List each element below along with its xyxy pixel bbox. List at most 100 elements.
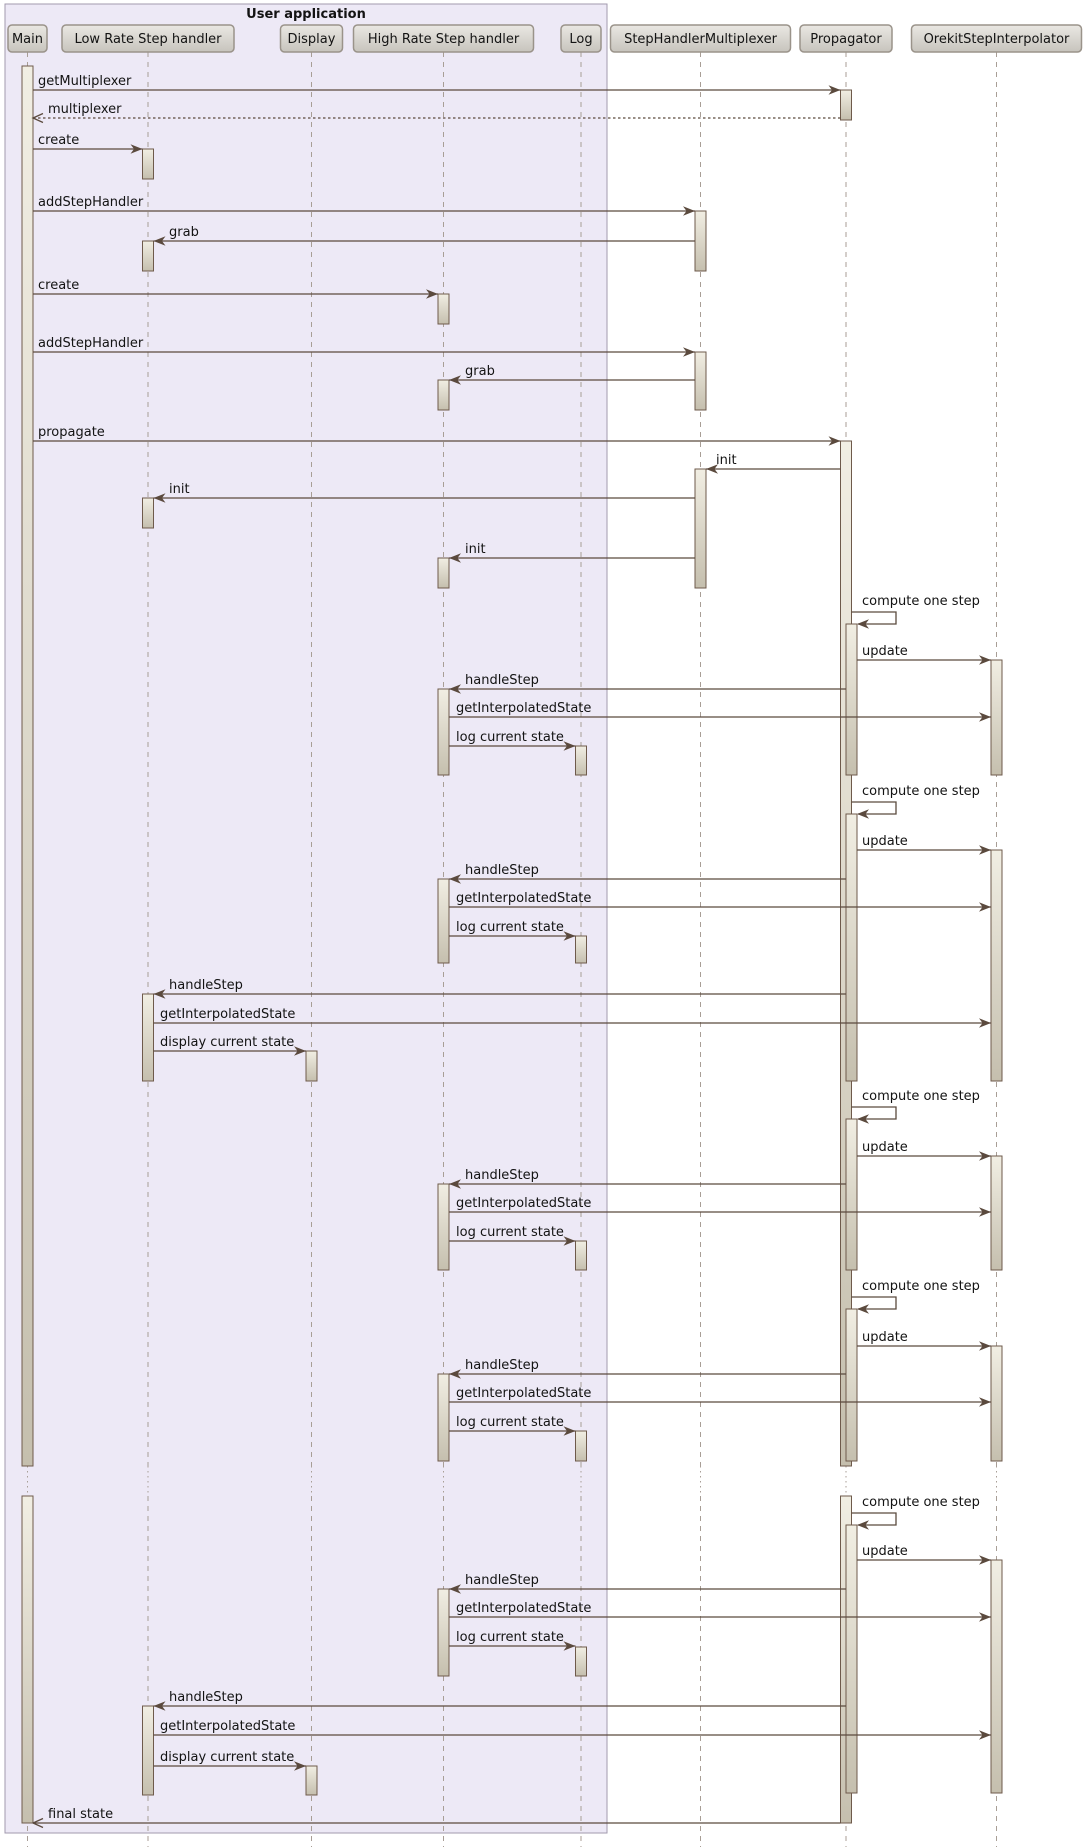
arrowhead-filled (828, 85, 841, 95)
message-13-update: update (857, 644, 991, 665)
activation-orekit-2 (990, 1155, 1003, 1271)
message-label: compute one step (862, 1279, 980, 1294)
activation-propagator-nested-1 (845, 813, 858, 1082)
activation-propagator-0 (840, 89, 852, 121)
arrowhead-filled (683, 206, 695, 216)
participant-box-log (560, 24, 602, 53)
message-30-compute-one-step: compute one step (851, 1279, 980, 1314)
arrowhead-filled (857, 809, 869, 819)
arrowhead-filled (979, 655, 991, 665)
participant-label-propagator: Propagator (810, 32, 882, 47)
participant-box-shm (609, 24, 792, 53)
activation-main-1 (21, 1495, 34, 1824)
message-label: log current state (456, 1225, 564, 1240)
message-29-log-current-state: log current state (449, 1225, 576, 1246)
message-9-init: init (706, 453, 841, 474)
message-36-update: update (857, 1544, 991, 1565)
participant-label-orekit: OrekitStepInterpolator (924, 32, 1070, 47)
arrowhead-filled (706, 464, 718, 474)
message-15-getinterpolatedstate: getInterpolatedState (449, 701, 991, 722)
arrowhead-filled (857, 1304, 869, 1314)
message-label: grab (169, 225, 199, 240)
activation-propagator-nested-4 (845, 1524, 858, 1794)
message-label: handleStep (465, 863, 539, 878)
participant-label-lowrate: Low Rate Step handler (74, 32, 222, 47)
message-38-getinterpolatedstate: getInterpolatedState (449, 1601, 991, 1622)
message-label: compute one step (862, 1495, 980, 1510)
message-label: getMultiplexer (38, 74, 132, 89)
activation-display-0 (305, 1050, 318, 1082)
message-17-compute-one-step: compute one step (851, 784, 980, 819)
activation-highrate-4 (437, 878, 450, 964)
activation-highrate-7 (437, 1588, 450, 1677)
arrowhead-filled (130, 144, 143, 154)
message-24-display-current-state: display current state (153, 1035, 306, 1056)
message-3-addstephandler: addStepHandler (33, 195, 695, 216)
message-19-handlestep: handleStep (449, 863, 846, 884)
arrowhead-filled (449, 553, 461, 563)
activation-log-4 (575, 1646, 587, 1677)
activation-lowrate-4 (142, 1705, 154, 1796)
message-22-handlestep: handleStep (153, 978, 846, 999)
arrowhead-filled (563, 741, 576, 751)
message-43-final-state: final state (31, 1807, 841, 1829)
participant-label-main: Main (12, 32, 43, 47)
activation-display-1 (305, 1765, 318, 1796)
arrowhead-filled (979, 1207, 991, 1217)
activation-propagator-nested-3 (845, 1308, 858, 1462)
arrowhead-open (31, 112, 44, 124)
message-11-init: init (449, 542, 695, 563)
message-label: init (169, 482, 190, 497)
self-message-line (851, 611, 897, 625)
message-label: update (862, 644, 908, 659)
message-6-addstephandler: addStepHandler (33, 336, 695, 357)
activation-main-0 (21, 65, 34, 1467)
message-label: update (862, 1140, 908, 1155)
activation-highrate-3 (437, 688, 450, 776)
arrowhead-filled (153, 989, 166, 999)
message-label: handleStep (169, 1690, 243, 1705)
message-label: create (38, 278, 79, 293)
activation-orekit-0 (990, 659, 1003, 776)
message-26-update: update (857, 1140, 991, 1161)
message-8-propagate: propagate (33, 425, 841, 446)
arrowhead-filled (979, 1612, 991, 1622)
activation-lowrate-1 (142, 240, 154, 272)
arrowhead-open (31, 1817, 44, 1829)
arrowhead-filled (449, 1369, 461, 1379)
message-label: init (716, 453, 737, 468)
message-2-create: create (33, 133, 143, 154)
arrowhead-filled (294, 1046, 306, 1056)
activation-highrate-2 (437, 557, 450, 589)
arrowhead-filled (153, 236, 166, 246)
arrowhead-filled (683, 347, 695, 357)
message-40-handlestep: handleStep (153, 1690, 846, 1711)
arrowhead-filled (449, 874, 461, 884)
arrowhead-filled (449, 684, 461, 694)
message-31-update: update (857, 1330, 991, 1351)
participant-label-display: Display (288, 32, 336, 47)
message-label: create (38, 133, 79, 148)
activation-highrate-1 (437, 379, 450, 411)
participant-label-log: Log (569, 32, 592, 47)
message-label: handleStep (465, 673, 539, 688)
message-label: final state (48, 1807, 113, 1822)
arrowhead-filled (294, 1761, 306, 1771)
participant-display: Display (279, 24, 344, 53)
arrowhead-filled (979, 712, 991, 722)
arrowhead-filled (153, 1701, 166, 1711)
message-37-handlestep: handleStep (449, 1573, 846, 1594)
activation-log-1 (575, 935, 587, 964)
participant-box-main (7, 24, 48, 53)
message-16-log-current-state: log current state (449, 730, 576, 751)
message-1-multiplexer: multiplexer (31, 102, 841, 124)
activation-propagator-nested-0 (845, 623, 858, 776)
activation-shm-2 (694, 468, 707, 589)
message-label: getInterpolatedState (456, 701, 591, 716)
activation-highrate-6 (437, 1373, 450, 1462)
arrowhead-filled (979, 1341, 991, 1351)
self-message-line (851, 1512, 897, 1526)
message-10-init: init (153, 482, 695, 503)
message-label: handleStep (465, 1168, 539, 1183)
